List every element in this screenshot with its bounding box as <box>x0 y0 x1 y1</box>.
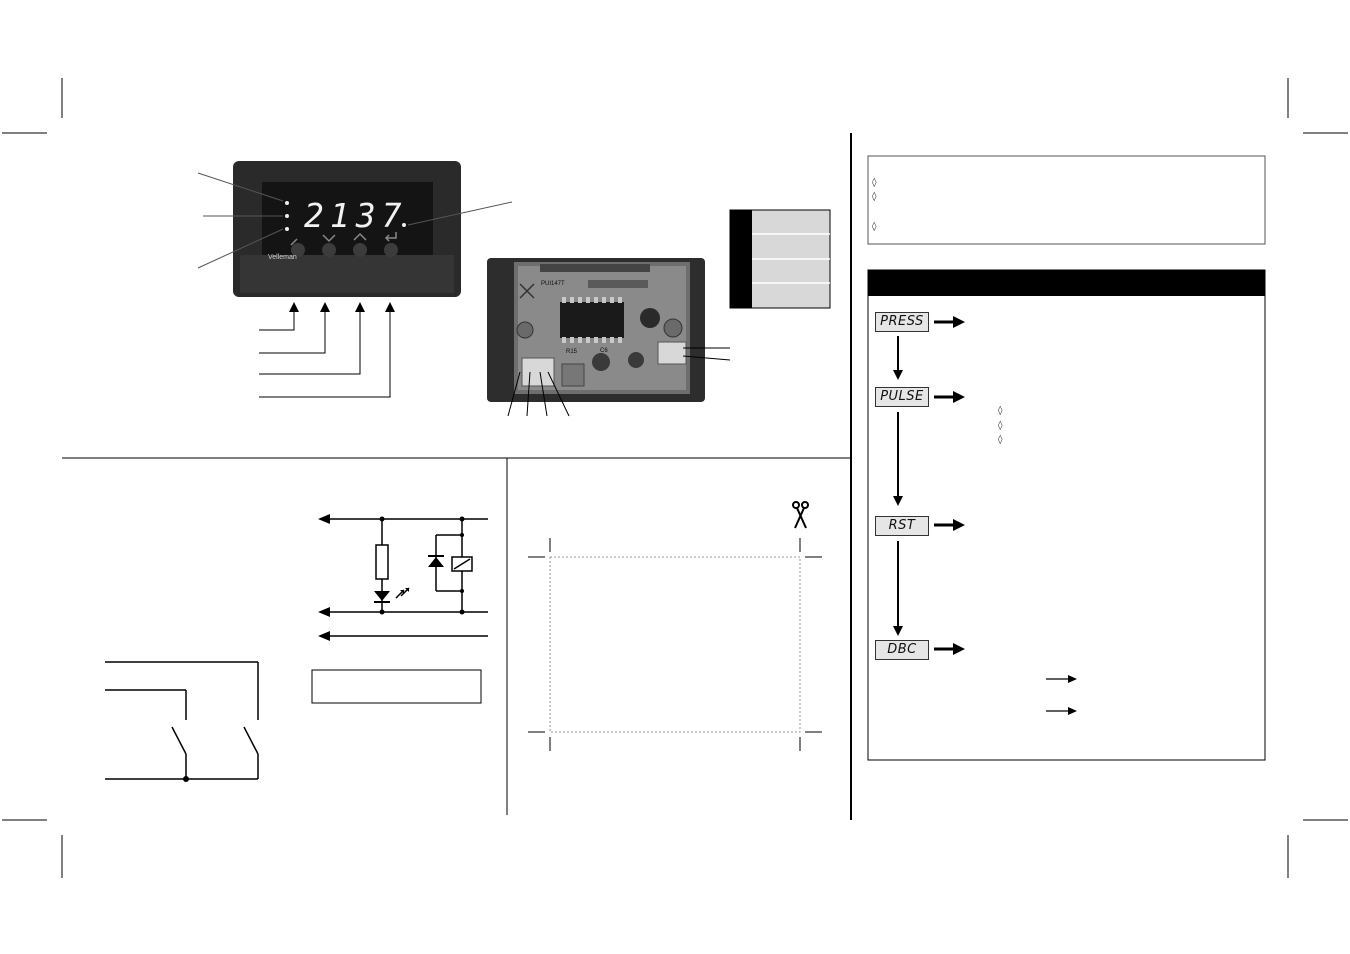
display-digits: 2137 <box>304 196 408 235</box>
chevron-up-icon <box>353 232 367 241</box>
menu-header-bar <box>868 270 1265 296</box>
pcb-ic <box>560 302 624 338</box>
pulse-bullet-1: ◊ <box>998 406 1003 416</box>
menu-code-dbc[interactable]: DBC <box>875 640 929 660</box>
pcb-label-pui: PUI147T <box>541 281 565 287</box>
menu-code-rst[interactable]: RST <box>875 516 929 536</box>
display-brand: Velleman <box>268 254 297 261</box>
pcb-label-c6: C6 <box>600 348 608 354</box>
relay-schematic <box>105 518 488 780</box>
button-wrench[interactable] <box>291 243 305 257</box>
info-bullet-2: ◊ <box>872 192 877 202</box>
crop-marks <box>2 78 1348 878</box>
pcb-photo: PUI147T R15 C6 <box>487 258 705 402</box>
enter-icon <box>384 232 397 242</box>
chevron-down-icon <box>322 234 336 243</box>
display-leaders <box>197 172 513 269</box>
led-4 <box>402 223 406 227</box>
button-down[interactable] <box>322 243 336 257</box>
button-enter[interactable] <box>384 243 398 257</box>
button-callout-arrowheads <box>289 302 395 312</box>
led-3 <box>285 227 289 231</box>
menu-code-press[interactable]: PRESS <box>875 312 929 332</box>
display-unit-photo <box>233 161 461 297</box>
button-callouts <box>259 310 391 398</box>
pcb-callouts <box>507 347 731 417</box>
pcb-label-r15: R15 <box>566 349 578 355</box>
info-bullet-3: ◊ <box>872 222 877 232</box>
menu-code-pulse[interactable]: PULSE <box>875 387 929 407</box>
menu-flow-box <box>867 269 1266 761</box>
schematic-fills <box>183 514 465 782</box>
connection-table <box>729 209 831 309</box>
button-up[interactable] <box>353 243 367 257</box>
pulse-bullet-2: ◊ <box>998 421 1003 431</box>
info-bullet-1: ◊ <box>872 178 877 188</box>
led-2 <box>285 214 289 218</box>
scissors-icon <box>792 501 809 529</box>
wrench-icon <box>290 238 298 246</box>
led-1 <box>285 201 289 205</box>
schematic-label-box <box>311 669 482 704</box>
info-box <box>867 155 1266 245</box>
cutout-template <box>528 501 822 751</box>
pulse-bullet-3: ◊ <box>998 435 1003 445</box>
